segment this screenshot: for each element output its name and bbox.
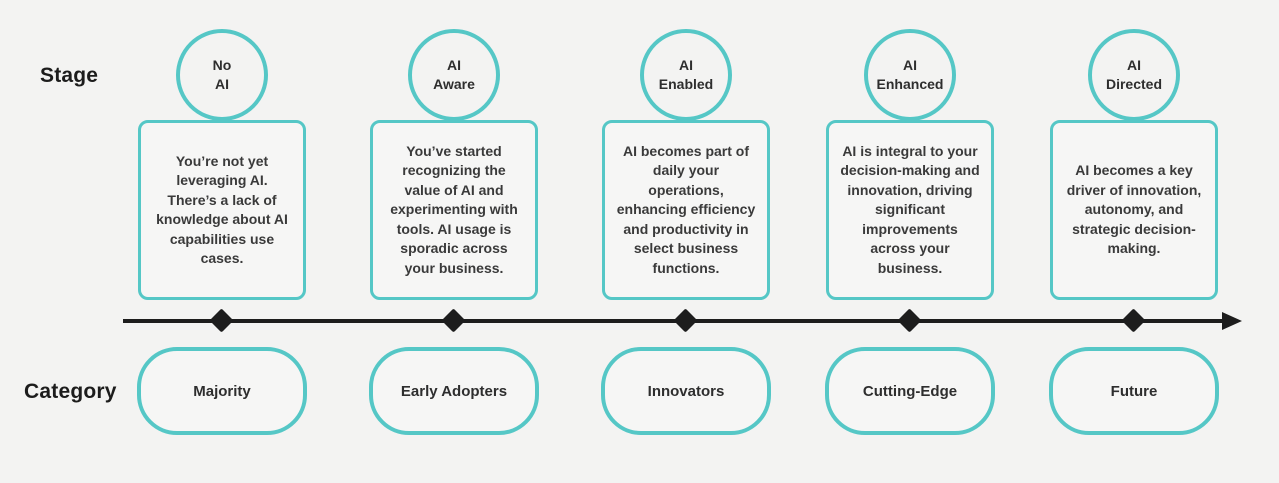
stage-description: AI becomes a key driver of innovation, a… [1066, 162, 1202, 257]
timeline-line [123, 319, 1223, 323]
stage-name-line1: AI [1127, 57, 1141, 73]
stage-name-line2: Enabled [658, 76, 714, 92]
timeline-diamond-marker [209, 308, 234, 333]
category-pill: Innovators [601, 347, 771, 435]
stage-name-line1: AI [679, 57, 693, 73]
stage-description: You’re not yet leveraging AI. There’s a … [156, 152, 288, 267]
stage-description: AI becomes part of daily your operations… [616, 142, 756, 276]
category-label: Cutting-Edge [862, 382, 958, 400]
category-pill: Future [1049, 347, 1219, 435]
category-label: Majority [193, 382, 251, 400]
timeline-diamond-marker [441, 308, 466, 333]
stage-circle: No AI [176, 29, 268, 121]
stage-axis-label: Stage [40, 64, 99, 87]
stage-column-ai-directed: AI Directed AI becomes a key driver of i… [1049, 0, 1219, 483]
timeline-diamond-marker [1121, 308, 1146, 333]
stage-description-box: AI is integral to your decision-making a… [826, 120, 994, 300]
stage-column-ai-enabled: AI Enabled AI becomes part of daily your… [601, 0, 771, 483]
stage-circle: AI Enhanced [864, 29, 956, 121]
stage-column-ai-enhanced: AI Enhanced AI is integral to your decis… [825, 0, 995, 483]
category-pill: Majority [137, 347, 307, 435]
stage-description-box: You’ve started recognizing the value of … [370, 120, 538, 300]
category-pill: Early Adopters [369, 347, 539, 435]
category-pill: Cutting-Edge [825, 347, 995, 435]
stage-name-line1: No [212, 57, 232, 73]
stage-name-line2: Aware [433, 76, 475, 92]
stage-name-line2: Enhanced [876, 76, 944, 92]
category-label: Future [1110, 382, 1158, 400]
stage-circle: AI Aware [408, 29, 500, 121]
stage-name-line1: AI [447, 57, 461, 73]
category-label: Early Adopters [400, 382, 508, 400]
category-axis-label: Category [24, 380, 117, 403]
stage-name-line2: AI [215, 76, 229, 92]
stage-circle: AI Enabled [640, 29, 732, 121]
stage-name-line2: Directed [1105, 76, 1163, 92]
stage-circle: AI Directed [1088, 29, 1180, 121]
stage-name-line1: AI [903, 57, 917, 73]
stage-column-no-ai: No AI You’re not yet leveraging AI. Ther… [137, 0, 307, 483]
stage-description-box: You’re not yet leveraging AI. There’s a … [138, 120, 306, 300]
stage-description: You’ve started recognizing the value of … [390, 142, 518, 276]
stage-column-ai-aware: AI Aware You’ve started recognizing the … [369, 0, 539, 483]
timeline-diamond-marker [673, 308, 698, 333]
stage-description: AI is integral to your decision-making a… [840, 142, 980, 276]
timeline-arrowhead-icon [1222, 312, 1242, 330]
stage-description-box: AI becomes a key driver of innovation, a… [1050, 120, 1218, 300]
stage-description-box: AI becomes part of daily your operations… [602, 120, 770, 300]
timeline-diamond-marker [897, 308, 922, 333]
category-label: Innovators [647, 382, 725, 400]
